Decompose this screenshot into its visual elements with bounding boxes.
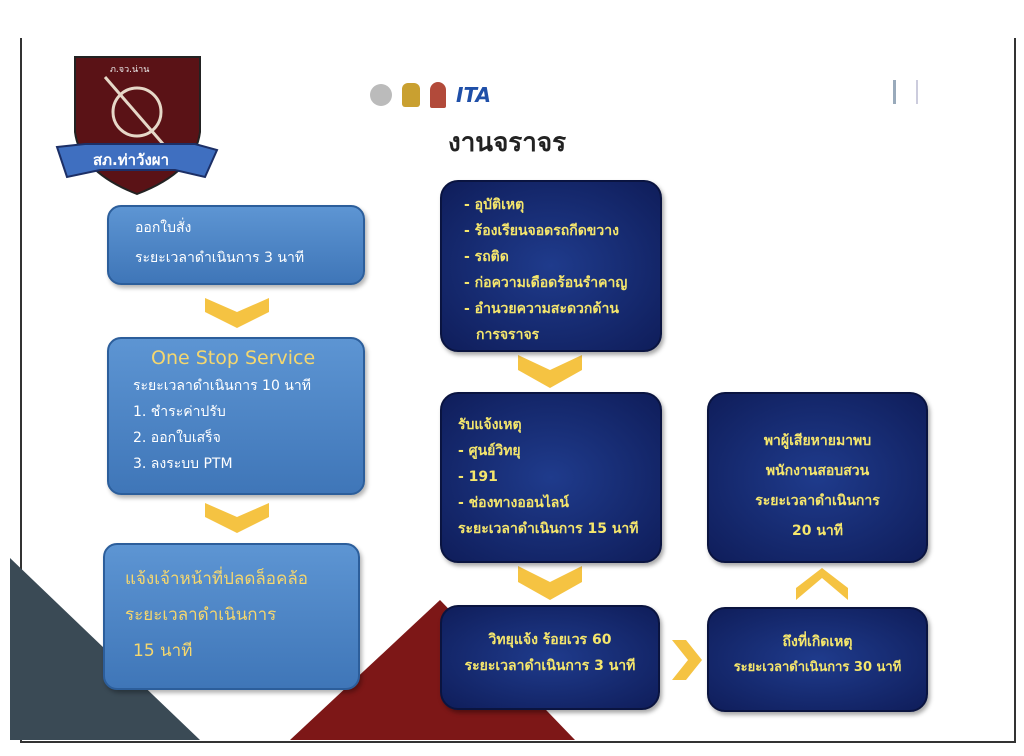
ita-logo: ITA (456, 83, 492, 107)
page-title: งานจราจร (448, 128, 567, 158)
box-line: รับแจ้งเหตุ (458, 417, 522, 433)
box-heading: One Stop Service (151, 347, 316, 369)
logo-top-text: ภ.จว.น่าน (110, 65, 150, 75)
meet-investigator-box: พาผู้เสียหายมาพบ พนักงานสอบสวน ระยะเวลาด… (707, 392, 928, 563)
box-line: ระยะเวลาดำเนินการ (755, 493, 880, 509)
box-line: - ศูนย์วิทยุ (458, 443, 521, 459)
document-icon (893, 80, 918, 104)
chevron-down-icon (205, 503, 269, 533)
chevron-down-icon (518, 355, 582, 388)
chevron-down-icon (518, 566, 582, 600)
box-line: - 191 (458, 469, 498, 485)
temple-icon (430, 82, 446, 108)
box-line: การจราจร (476, 327, 540, 343)
box-line: ระยะเวลาดำเนินการ 30 นาที (733, 660, 902, 675)
box-line: ระยะเวลาดำเนินการ 3 นาที (135, 250, 305, 266)
radio-dispatch-box: วิทยุแจ้ง ร้อยเวร 60 ระยะเวลาดำเนินการ 3… (440, 605, 660, 710)
box-line: - อุบัติเหตุ (464, 197, 525, 213)
magnifier-icon (370, 84, 392, 106)
chevron-right-icon (672, 640, 702, 680)
issue-ticket-box: ออกใบสั่ง ระยะเวลาดำเนินการ 3 นาที (107, 205, 365, 285)
box-line: ถึงที่เกิดเหตุ (782, 634, 853, 650)
wheel-unlock-box: แจ้งเจ้าหน้าที่ปลดล็อคล้อ ระยะเวลาดำเนิน… (103, 543, 360, 690)
box-line: ระยะเวลาดำเนินการ 15 นาที (458, 521, 639, 537)
box-line: วิทยุแจ้ง ร้อยเวร 60 (488, 632, 612, 648)
box-line: - อำนวยความสะดวกด้าน (464, 301, 619, 317)
box-line: 20 นาที (791, 523, 844, 539)
one-stop-service-box: One Stop Service ระยะเวลาดำเนินการ 10 นา… (107, 337, 365, 495)
incident-types-box: - อุบัติเหตุ - ร้องเรียนจอดรถกีดขวาง - ร… (440, 180, 662, 352)
box-line: - ร้องเรียนจอดรถกีดขวาง (464, 223, 619, 239)
box-line: พาผู้เสียหายมาพบ (763, 433, 872, 449)
partner-logos: ITA (370, 82, 491, 108)
chevron-up-icon (796, 568, 848, 600)
receive-report-box: รับแจ้งเหตุ - ศูนย์วิทยุ - 191 - ช่องทาง… (440, 392, 662, 563)
box-line: 3. ลงระบบ PTM (133, 456, 233, 472)
box-line: - รถติด (464, 249, 509, 265)
arrive-scene-box: ถึงที่เกิดเหตุ ระยะเวลาดำเนินการ 30 นาที (707, 607, 928, 712)
box-line: พนักงานสอบสวน (765, 463, 870, 479)
box-line: - ก่อความเดือดร้อนรำคาญ (464, 275, 628, 291)
box-line: 2. ออกใบเสร็จ (133, 430, 221, 446)
emblem-icon (402, 83, 420, 107)
box-line: 1. ชำระค่าปรับ (133, 404, 226, 420)
box-line: แจ้งเจ้าหน้าที่ปลดล็อคล้อ (125, 569, 308, 589)
box-line: ระยะเวลาดำเนินการ (125, 605, 277, 625)
box-line: ระยะเวลาดำเนินการ 10 นาที (133, 378, 311, 394)
box-line: ระยะเวลาดำเนินการ 3 นาที (464, 658, 636, 674)
logo-ribbon-text: สภ.ท่าวังผา (93, 151, 170, 169)
station-logo: ภ.จว.น่าน สภ.ท่าวังผา (55, 52, 220, 197)
page-frame (20, 38, 1016, 743)
box-line: ออกใบสั่ง (135, 220, 192, 236)
chevron-down-icon (205, 298, 269, 328)
box-line: 15 นาที (133, 641, 193, 661)
box-line: - ช่องทางออนไลน์ (458, 495, 569, 511)
